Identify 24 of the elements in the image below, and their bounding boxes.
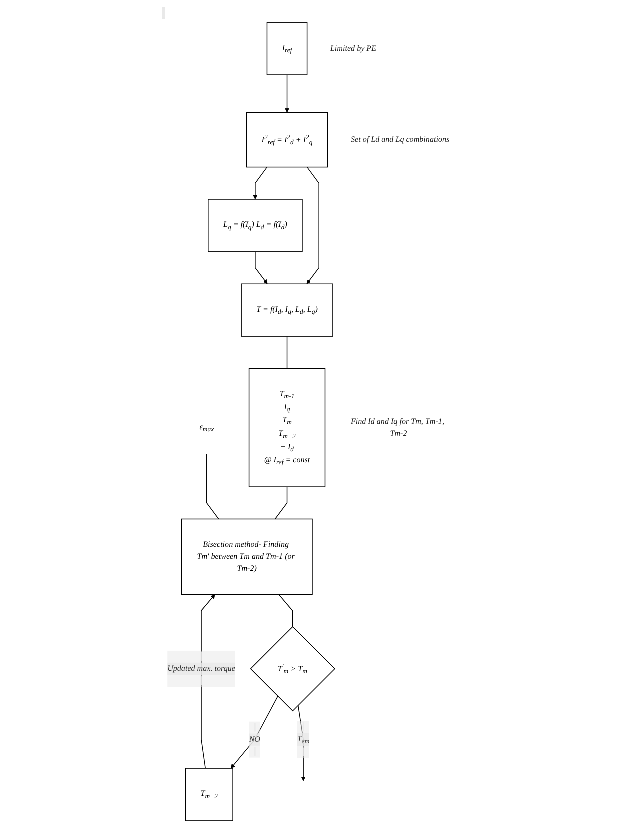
arrow	[284, 74, 290, 113]
node-box	[208, 199, 302, 252]
node-box	[184, 768, 234, 822]
node-box	[240, 284, 333, 337]
arrow	[254, 252, 268, 284]
node-box	[266, 22, 308, 76]
arrow	[252, 166, 268, 200]
node-label: Set of Ld and Lq combinations	[350, 135, 450, 144]
connector	[206, 454, 219, 520]
node-label: Limited by PE	[330, 44, 376, 53]
connector	[278, 594, 293, 628]
node-box	[246, 112, 328, 168]
connector	[286, 336, 288, 370]
node-label: Find Id and Iq for Tm, Tm-1, Tm-2	[350, 417, 444, 438]
arrow	[230, 696, 278, 769]
node-box	[248, 368, 326, 488]
node-diamond	[250, 626, 336, 712]
edge-label: Updated max. torque	[167, 664, 236, 674]
edge-label: T$_{em}$	[297, 734, 310, 745]
node-text: ε$_{max}$	[199, 422, 214, 433]
node-box	[180, 518, 312, 596]
arrow	[306, 166, 320, 284]
edge-label: NO	[248, 735, 260, 744]
connector	[274, 486, 288, 520]
